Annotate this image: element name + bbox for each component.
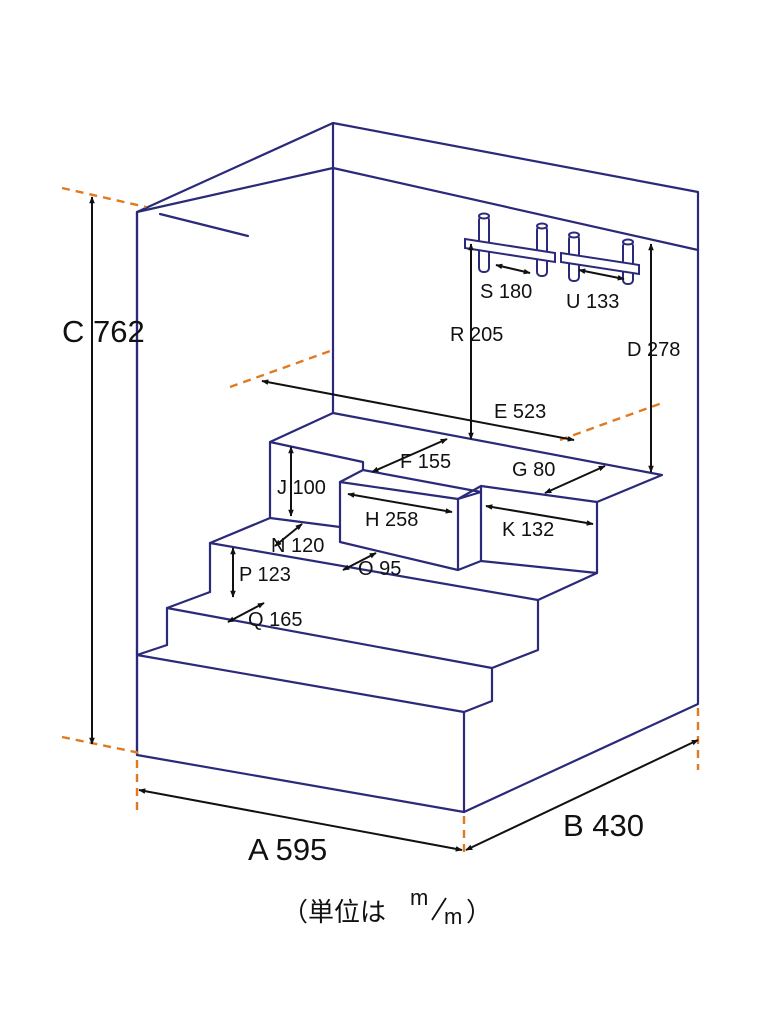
dim-f-line <box>371 438 448 473</box>
outer-box <box>135 121 700 814</box>
step-two <box>165 590 540 670</box>
handrail-right <box>560 231 640 285</box>
label-n: N 120 <box>271 535 324 557</box>
dim-b-line <box>465 739 699 851</box>
bottom-step <box>135 643 494 814</box>
unit-slash <box>431 897 447 921</box>
handrail-left <box>464 212 556 277</box>
dim-e-line <box>261 379 575 442</box>
label-g: G 80 <box>512 459 555 481</box>
extension-lines <box>61 186 700 858</box>
unit-prefix: （単位は <box>282 897 386 927</box>
label-p: P 123 <box>239 564 291 586</box>
label-q: Q 165 <box>248 609 302 631</box>
dim-o-line <box>342 552 377 571</box>
label-a: A 595 <box>248 832 327 867</box>
label-f: F 155 <box>400 451 451 473</box>
dim-n-line <box>274 523 303 547</box>
top-platform <box>268 411 664 575</box>
dimension-lines <box>89 196 699 852</box>
label-c: C 762 <box>62 314 145 349</box>
unit-denominator: m <box>444 904 462 929</box>
unit-numerator: m <box>410 885 428 910</box>
label-e: E 523 <box>494 401 546 423</box>
dim-h-line <box>347 492 453 514</box>
label-o: O 95 <box>358 558 401 580</box>
label-b: B 430 <box>563 808 644 843</box>
label-h: H 258 <box>365 509 418 531</box>
label-d: D 278 <box>627 339 680 361</box>
unit-note: （単位は m m ） <box>282 885 492 929</box>
dim-u-line <box>578 268 625 281</box>
dim-g-line <box>544 465 606 494</box>
dim-a-line <box>138 788 463 852</box>
dim-k-line <box>485 504 594 526</box>
dim-q-line <box>227 602 265 623</box>
dim-s-line <box>495 263 531 275</box>
label-k: K 132 <box>502 519 554 541</box>
label-u: U 133 <box>566 291 619 313</box>
dimension-labels: C 762 A 595 B 430 D 278 E 523 R 205 S 18… <box>62 281 680 867</box>
label-j: J 100 <box>277 477 326 499</box>
label-s: S 180 <box>480 281 532 303</box>
label-r: R 205 <box>450 324 503 346</box>
unit-suffix: ） <box>466 897 492 927</box>
